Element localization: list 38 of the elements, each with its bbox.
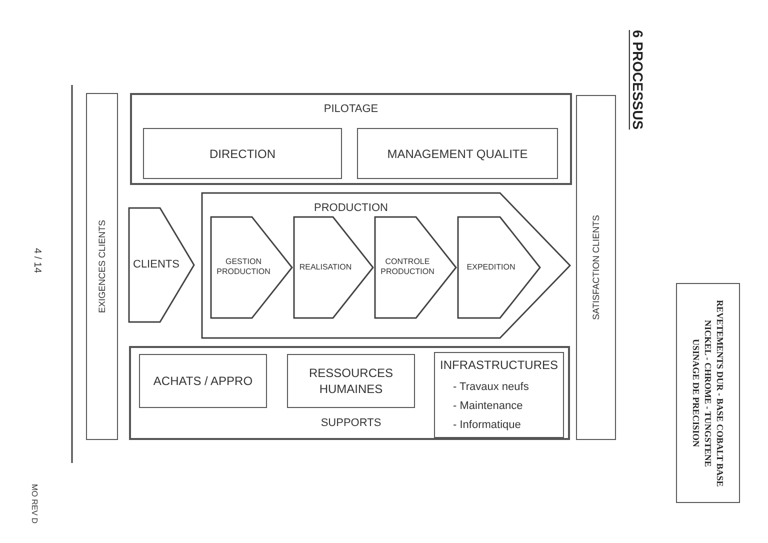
- node-label: REVETEMENTS DUR - BASE COBALT BASE NICKEL - CHROME - TUNGSTENE USINAGE DE PRECISION: [690, 298, 726, 488]
- node-label: GESTION PRODUCTION: [216, 256, 272, 278]
- info-box: [676, 283, 740, 503]
- chevron-shape: [375, 217, 456, 318]
- node-label: SATISFACTION CLIENTS: [590, 215, 602, 320]
- chevron-shape: [202, 193, 570, 338]
- chevron-shape: [129, 208, 194, 322]
- chevron-shape: [458, 217, 540, 318]
- list-item: - Travaux neufs: [453, 380, 529, 395]
- document-reference: MO REV D: [28, 484, 39, 524]
- vertical-band: [576, 95, 616, 440]
- group-title: PRODUCTION: [313, 201, 389, 216]
- process-box: [130, 93, 572, 185]
- group-title: SUPPORTS: [320, 416, 382, 431]
- process-box: [129, 346, 570, 440]
- process-box: [139, 354, 267, 408]
- node-label: REALISATION: [298, 262, 353, 273]
- list-item: - Informatique: [453, 418, 521, 433]
- node-label: RESSOURCES HUMAINES: [308, 364, 394, 398]
- page-title: 6 PROCESSUS: [628, 30, 647, 130]
- box-title: INFRASTRUCTURES: [438, 357, 559, 374]
- process-box: [143, 128, 342, 179]
- vertical-band: [86, 93, 118, 440]
- node-label: CONTROLE PRODUCTION: [380, 256, 436, 278]
- group-title: PILOTAGE: [322, 102, 380, 117]
- node-label: CLIENTS: [133, 258, 177, 272]
- process-box: [434, 352, 564, 438]
- chevron-shape: [211, 217, 292, 318]
- node-label: DIRECTION: [208, 145, 276, 162]
- page-number: 4 / 14: [30, 248, 44, 274]
- chevron-shape: [294, 217, 373, 318]
- process-box: [357, 128, 558, 179]
- node-label: MANAGEMENT QUALITE: [386, 145, 529, 162]
- node-label: ACHATS / APPRO: [152, 372, 254, 390]
- process-box: [287, 354, 415, 408]
- node-label: EXPEDITION: [466, 262, 516, 273]
- node-label: EXIGENCES CLIENTS: [96, 220, 108, 314]
- list-item: - Maintenance: [453, 399, 523, 414]
